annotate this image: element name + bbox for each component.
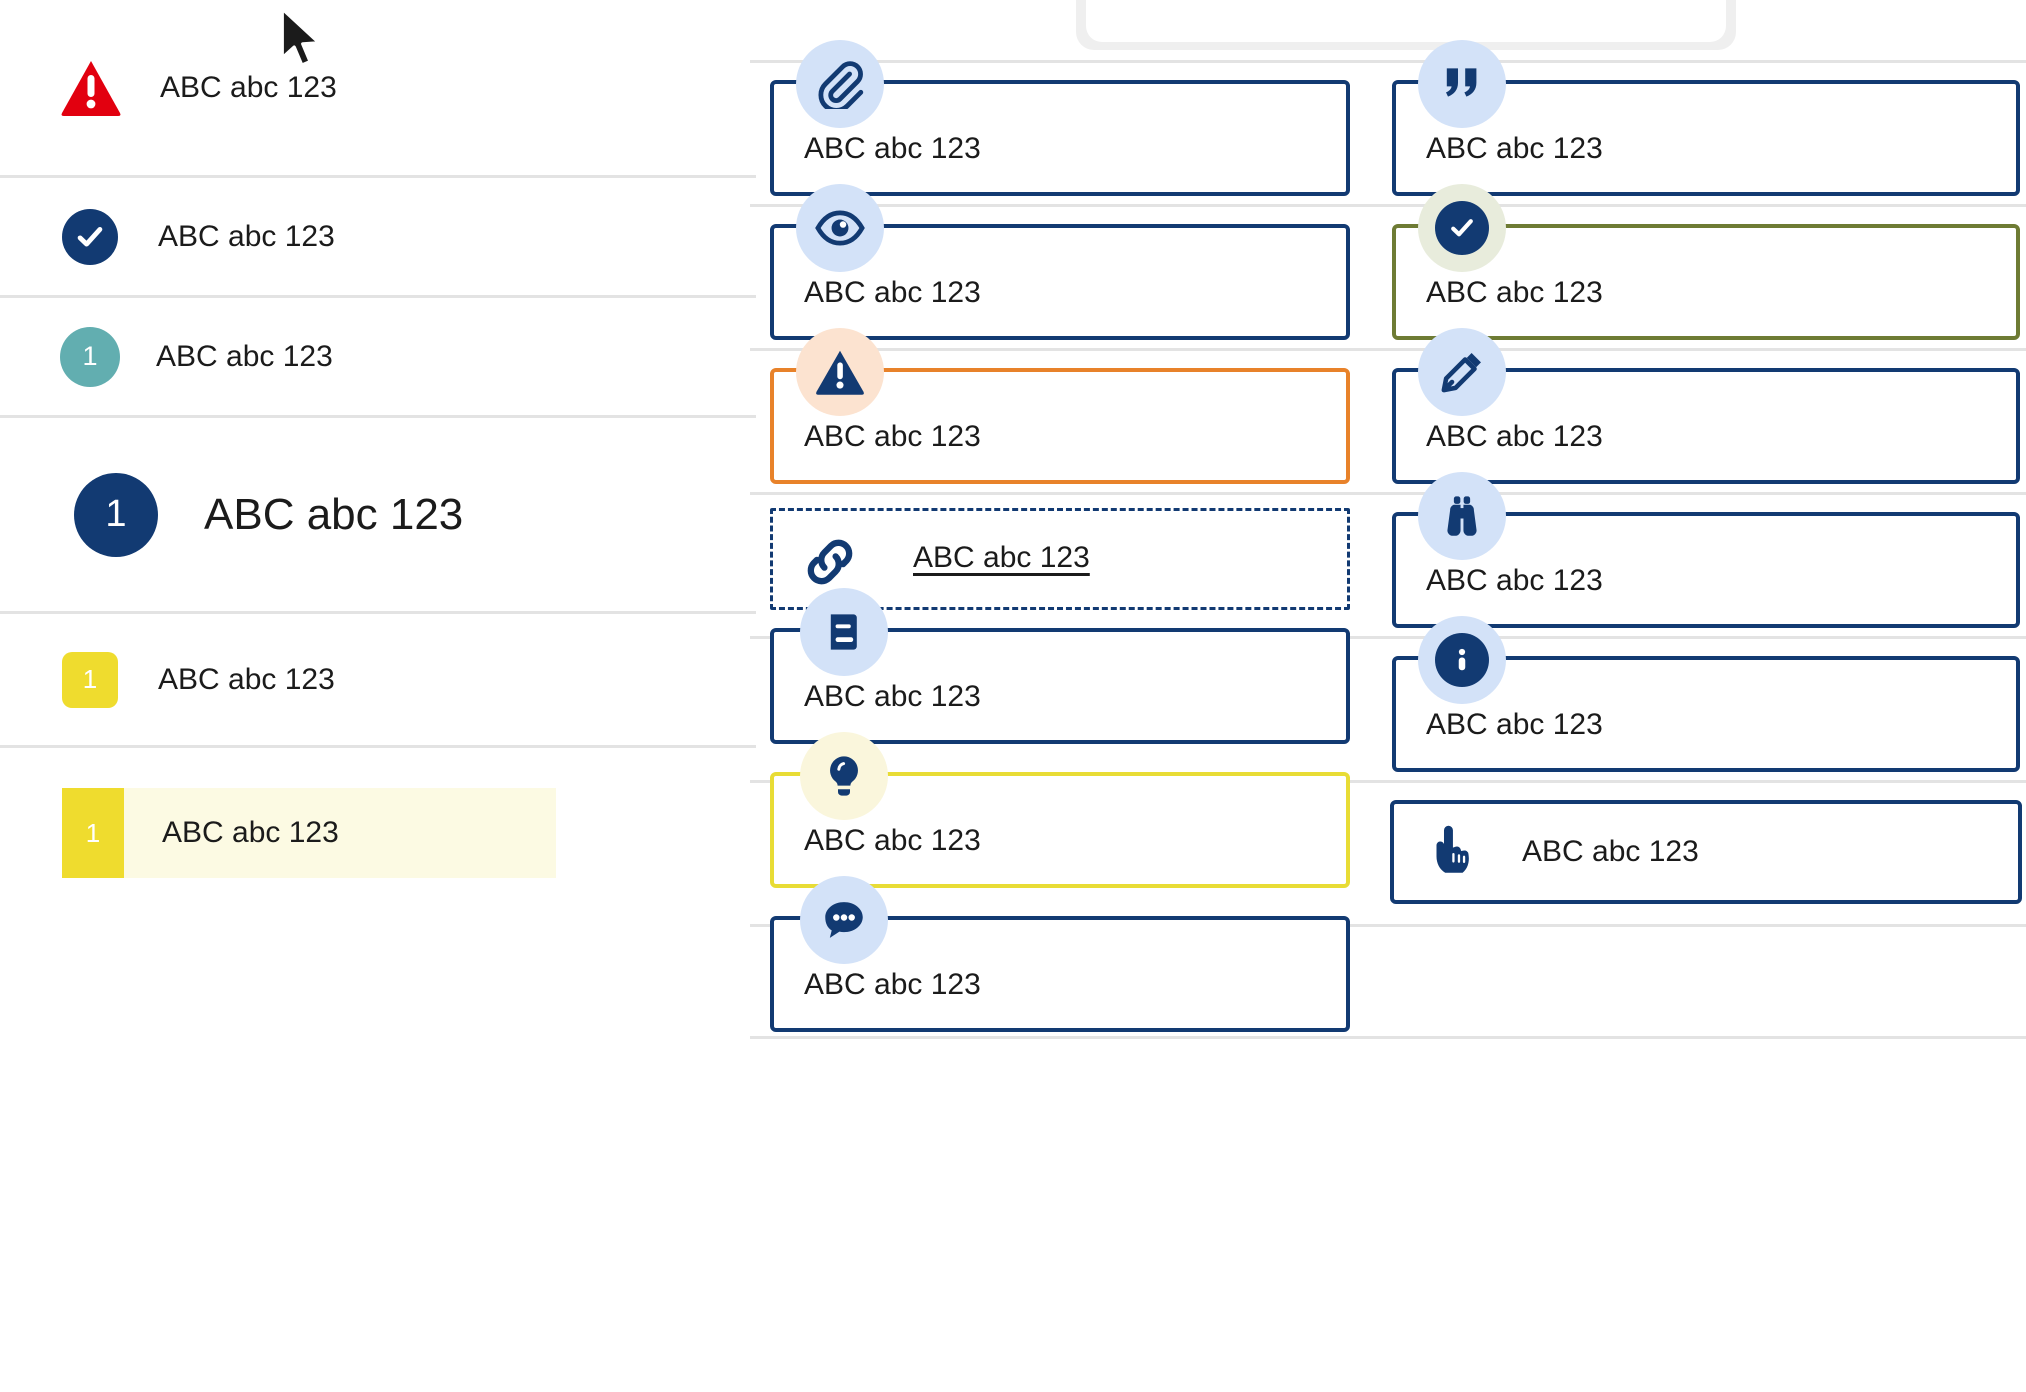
divider xyxy=(750,60,2026,63)
warning-triangle-icon xyxy=(796,328,884,416)
mouse-cursor xyxy=(277,6,329,77)
divider xyxy=(750,924,2026,927)
sidebar: ABC abc 123 ABC abc 123 1 ABC abc 123 1 … xyxy=(0,0,756,1392)
step-number: 1 xyxy=(74,472,158,557)
divider xyxy=(750,636,2026,639)
check-circle-icon xyxy=(1418,184,1506,272)
binoculars-icon xyxy=(1418,472,1506,560)
lightbulb-icon xyxy=(800,732,888,820)
card-label: ABC abc 123 xyxy=(804,276,981,309)
background-panel-inner xyxy=(1086,0,1726,42)
card-label: ABC abc 123 xyxy=(804,824,981,857)
card-label: ABC abc 123 xyxy=(804,132,981,165)
sidebar-item-label: ABC abc 123 xyxy=(158,219,335,253)
divider xyxy=(750,204,2026,207)
divider xyxy=(750,780,2026,783)
sidebar-item-label: ABC abc 123 xyxy=(162,816,339,849)
card-label: ABC abc 123 xyxy=(1522,835,1699,868)
card-action[interactable]: ABC abc 123 xyxy=(1390,800,2022,904)
book-icon xyxy=(800,588,888,676)
card-label: ABC abc 123 xyxy=(1426,420,1603,453)
chat-bubble-icon xyxy=(800,876,888,964)
card-comment[interactable]: ABC abc 123 xyxy=(770,916,1350,1032)
eye-icon xyxy=(796,184,884,272)
card-attachment[interactable]: ABC abc 123 xyxy=(770,80,1350,196)
number-circle-icon: 1 xyxy=(74,472,158,557)
sidebar-item-step-teal[interactable]: 1 ABC abc 123 xyxy=(0,298,756,418)
step-number: 1 xyxy=(62,788,124,878)
card-label: ABC abc 123 xyxy=(804,420,981,453)
info-circle-icon xyxy=(1418,616,1506,704)
sidebar-item-step-active[interactable]: 1 ABC abc 123 xyxy=(62,788,556,878)
sidebar-item-alert[interactable]: ABC abc 123 xyxy=(0,0,756,178)
content-area: ABC abc 123 ABC abc 123 ABC abc 123 xyxy=(750,0,2026,1392)
card-label[interactable]: ABC abc 123 xyxy=(913,541,1090,574)
card-label: ABC abc 123 xyxy=(1426,708,1603,741)
card-label: ABC abc 123 xyxy=(1426,132,1603,165)
divider xyxy=(750,492,2026,495)
paperclip-icon xyxy=(796,40,884,128)
pointing-hand-icon xyxy=(1420,821,1482,883)
chain-link-icon xyxy=(795,527,865,597)
check-circle-icon xyxy=(62,208,118,265)
card-label: ABC abc 123 xyxy=(804,968,981,1001)
card-link[interactable]: ABC abc 123 xyxy=(770,508,1350,610)
sidebar-item-step-yellow[interactable]: 1 ABC abc 123 xyxy=(0,614,756,748)
number-circle-icon: 1 xyxy=(60,326,120,387)
card-label: ABC abc 123 xyxy=(804,680,981,713)
sidebar-item-label: ABC abc 123 xyxy=(156,339,333,373)
sidebar-item-step-large[interactable]: 1 ABC abc 123 xyxy=(0,418,756,614)
sidebar-item-label: ABC abc 123 xyxy=(160,70,337,104)
pencil-icon xyxy=(1418,328,1506,416)
step-number: 1 xyxy=(62,651,118,708)
step-number: 1 xyxy=(60,326,120,387)
quotation-mark-icon xyxy=(1418,40,1506,128)
card-label: ABC abc 123 xyxy=(1426,564,1603,597)
sidebar-item-label: ABC abc 123 xyxy=(158,662,335,696)
warning-triangle-icon xyxy=(60,59,122,117)
card-success[interactable]: ABC abc 123 xyxy=(1392,224,2020,340)
number-square-icon: 1 xyxy=(62,651,118,708)
sidebar-item-label: ABC abc 123 xyxy=(204,489,464,539)
divider xyxy=(750,348,2026,351)
divider xyxy=(750,1036,2026,1039)
sidebar-item-confirmed[interactable]: ABC abc 123 xyxy=(0,178,756,298)
card-label: ABC abc 123 xyxy=(1426,276,1603,309)
